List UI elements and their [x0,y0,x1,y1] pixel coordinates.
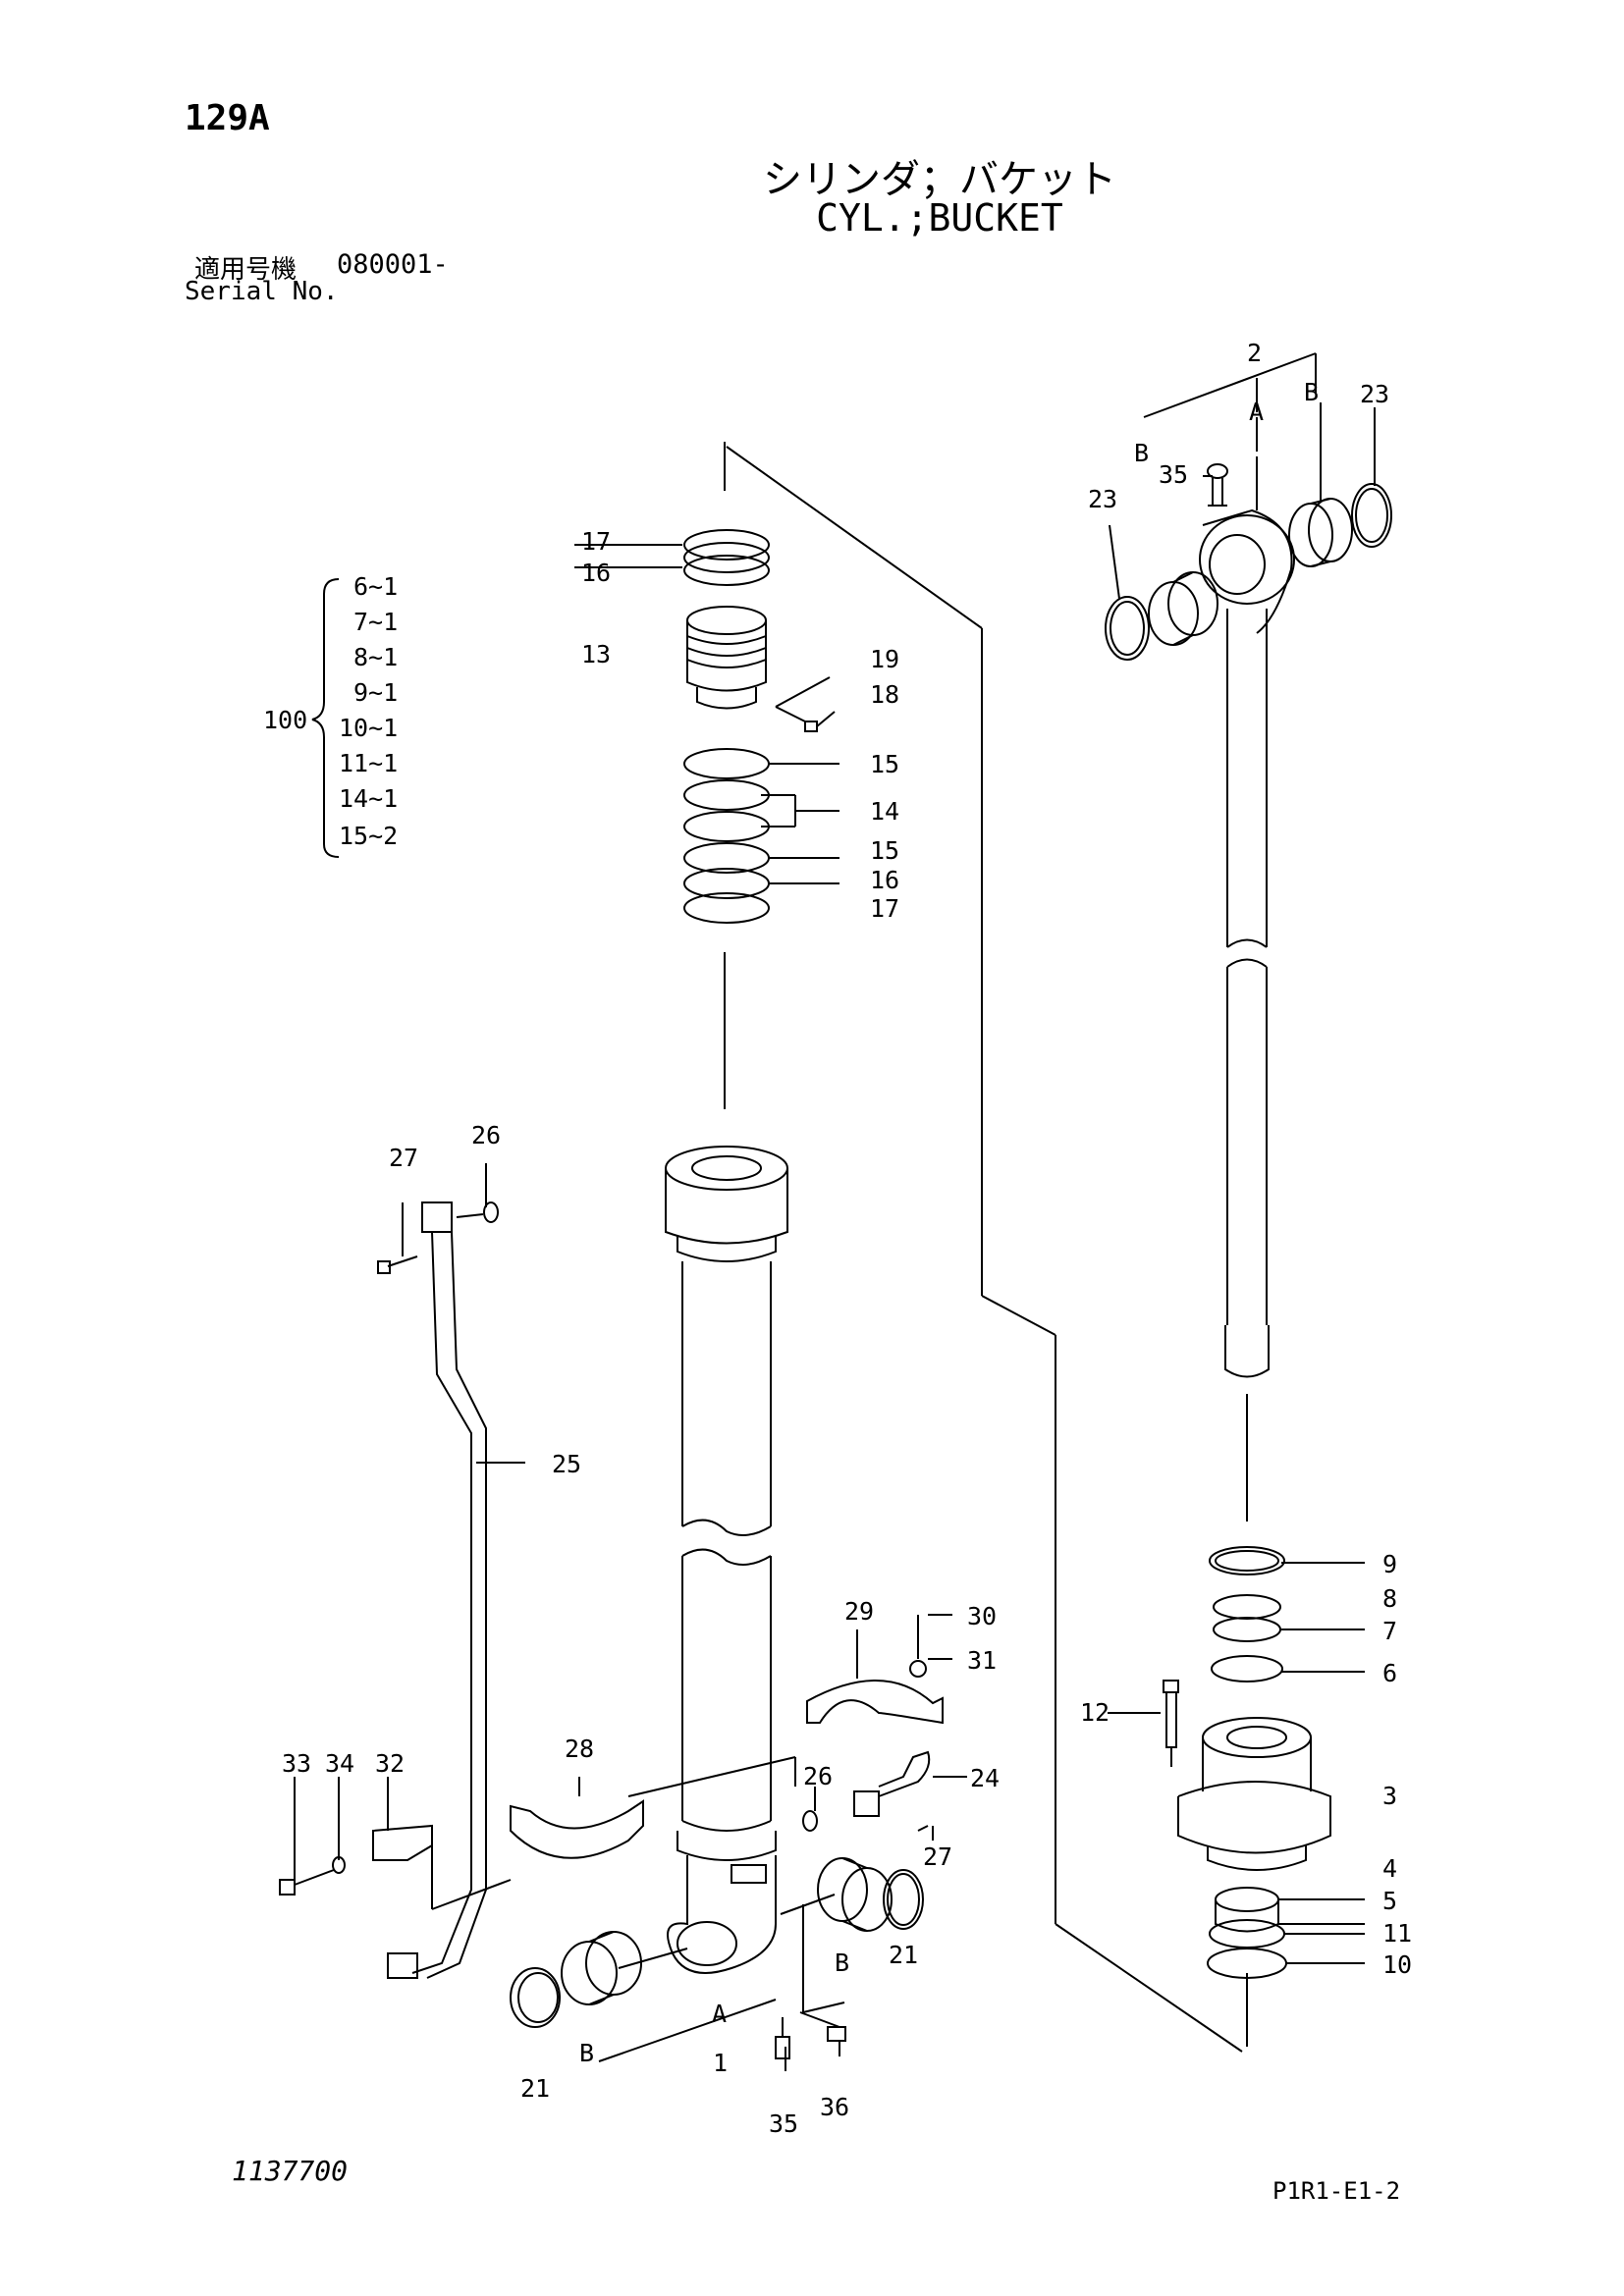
callout-27: 27 [923,1842,952,1871]
hydraulic-pipe [377,1201,499,1979]
callout-26: 26 [803,1762,833,1790]
assembly-guide-lines [724,352,1317,2053]
callout-16: 16 [581,559,611,587]
title-japanese: シリンダ；バケット [763,157,1116,202]
callout-12: 12 [1080,1698,1110,1727]
kit-item-label: 6~1 [353,572,398,601]
callout-28: 28 [565,1735,594,1763]
callout-17: 17 [870,894,899,923]
callout-19: 19 [870,645,899,673]
kit-number-label: 100 [263,706,307,734]
callout-25: 25 [552,1450,581,1478]
callout-leaders [294,402,1376,2071]
callout-35-top: 35 [1159,460,1188,489]
callout-18: 18 [870,680,899,709]
callout-B-left: B [1134,439,1149,467]
kit-item-label: 10~1 [339,714,398,742]
callout-27: 27 [389,1144,418,1172]
callout-B-bottom: B [579,2039,594,2067]
callout-26: 26 [471,1121,501,1149]
kit-item-label: 9~1 [353,678,398,707]
lower-bushings [510,1857,924,2062]
callout-30: 30 [967,1602,997,1630]
clamp-bands [279,1615,944,1910]
callout-33: 33 [282,1749,311,1778]
pipe-fitting [802,1750,931,1832]
callout-31: 31 [967,1646,997,1675]
callout-A-top: A [1249,398,1264,426]
serial-label-japanese: 適用号機 [194,255,298,285]
callout-29: 29 [844,1597,874,1626]
piston-seal-stack [683,529,818,924]
callout-4: 4 [1382,1854,1397,1883]
serial-label-english: Serial No. [185,277,339,306]
callout-24: 24 [970,1764,1000,1792]
title-english: CYL.;BUCKET [816,196,1063,240]
callout-34: 34 [325,1749,354,1778]
callout-10: 10 [1382,1950,1412,1979]
kit-item-label: 15~2 [339,822,398,850]
callout-5: 5 [1382,1887,1397,1915]
callout-21-bottom: 21 [520,2074,550,2103]
callout-23-left: 23 [1088,485,1117,513]
callout-32: 32 [375,1749,405,1778]
kit-item-label: 11~1 [339,749,398,777]
callout-36: 36 [820,2093,849,2121]
callout-labels: 2 A B 23 B 35 23 17 16 13 19 18 15 14 15… [282,339,1412,2138]
callout-8: 8 [1382,1584,1397,1613]
callout-B-top: B [1304,378,1319,406]
kit-item-label: 7~1 [353,608,398,636]
callout-3: 3 [1382,1782,1397,1810]
callout-1: 1 [713,2049,728,2077]
cylinder-tube [665,1146,788,1974]
callout-B-mid: B [835,1949,849,1977]
callout-2: 2 [1247,339,1262,367]
callout-13: 13 [581,640,611,668]
drawing-number: 1137700 [232,2155,349,2187]
serial-value: 080001- [337,249,449,280]
callout-9: 9 [1382,1550,1397,1578]
callout-A-bottom: A [712,2000,727,2028]
callout-17: 17 [581,527,611,556]
rod-head-assembly [1163,1546,1331,1979]
page-reference: P1R1-E1-2 [1272,2177,1401,2205]
callout-6: 6 [1382,1659,1397,1687]
page-code: 129A [185,98,270,138]
callout-16: 16 [870,866,899,894]
piston-rod [1105,456,1392,1378]
kit-item-label: 8~1 [353,643,398,671]
callout-7: 7 [1382,1617,1397,1645]
kit-bracket-group: 100 6~1 7~1 8~1 9~1 10~1 11~1 14~1 15~2 [263,572,398,858]
callout-23-right: 23 [1360,380,1389,408]
callout-11: 11 [1382,1919,1412,1948]
callout-14: 14 [870,797,899,826]
kit-item-label: 14~1 [339,784,398,813]
callout-15: 15 [870,750,899,778]
callout-21-right: 21 [889,1941,918,1969]
callout-15: 15 [870,836,899,865]
callout-35-bottom: 35 [769,2109,798,2138]
